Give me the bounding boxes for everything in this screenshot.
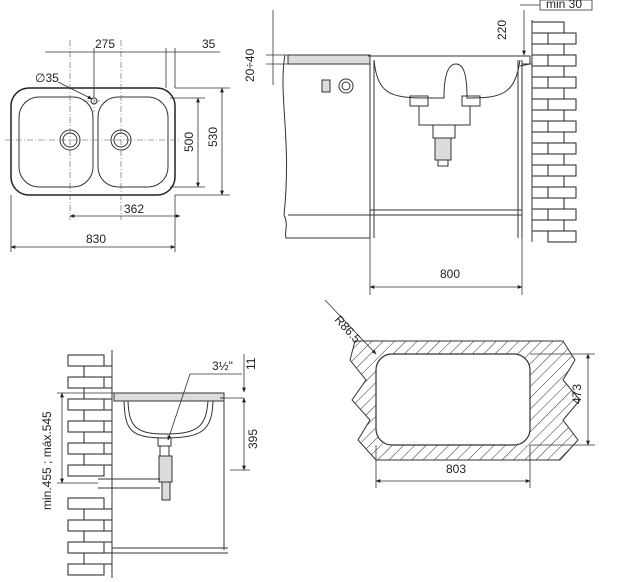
side-siphon: [158, 455, 173, 483]
right-bowl: [97, 96, 169, 188]
dim-830: 830: [86, 232, 106, 246]
dim-530: 530: [206, 127, 220, 147]
dim-395: 395: [246, 429, 260, 449]
dim-thread: 3½": [212, 359, 233, 373]
dim-803: 803: [446, 462, 466, 476]
dim-275: 275: [95, 37, 115, 51]
side-section-view: 3½" 11 395 min.455 ; máx.545: [40, 350, 260, 578]
dim-220: 220: [495, 20, 509, 40]
dim-473: 473: [570, 384, 584, 404]
dim-800: 800: [440, 267, 460, 281]
wall-bricks-right: [522, 20, 577, 243]
dim-35: 35: [202, 37, 216, 51]
top-view: 275 35 ∅35 500 530 362 830: [5, 37, 230, 252]
sink-side-profile: [123, 400, 214, 439]
cutout-opening: [375, 353, 531, 446]
front-section-view: 20÷40 220 min 30 800: [243, 0, 593, 295]
dim-362: 362: [124, 202, 144, 216]
dim-500: 500: [182, 132, 196, 152]
dim-diameter-35: ∅35: [35, 71, 59, 85]
wall-bricks-left: [67, 350, 113, 578]
left-bowl: [18, 96, 94, 188]
dim-range-height: min.455 ; máx.545: [40, 411, 54, 510]
valve-knob: [338, 78, 354, 94]
siphon-trap: [434, 137, 452, 161]
dim-min-30: min 30: [546, 0, 582, 11]
sink-outline: [10, 87, 176, 196]
dim-20-40: 20÷40: [243, 48, 257, 82]
cutout-view: R86.5 473 803: [324, 299, 595, 488]
sink-profile: [373, 59, 521, 99]
dim-11: 11: [244, 357, 258, 370]
switch-slot: [321, 79, 331, 93]
